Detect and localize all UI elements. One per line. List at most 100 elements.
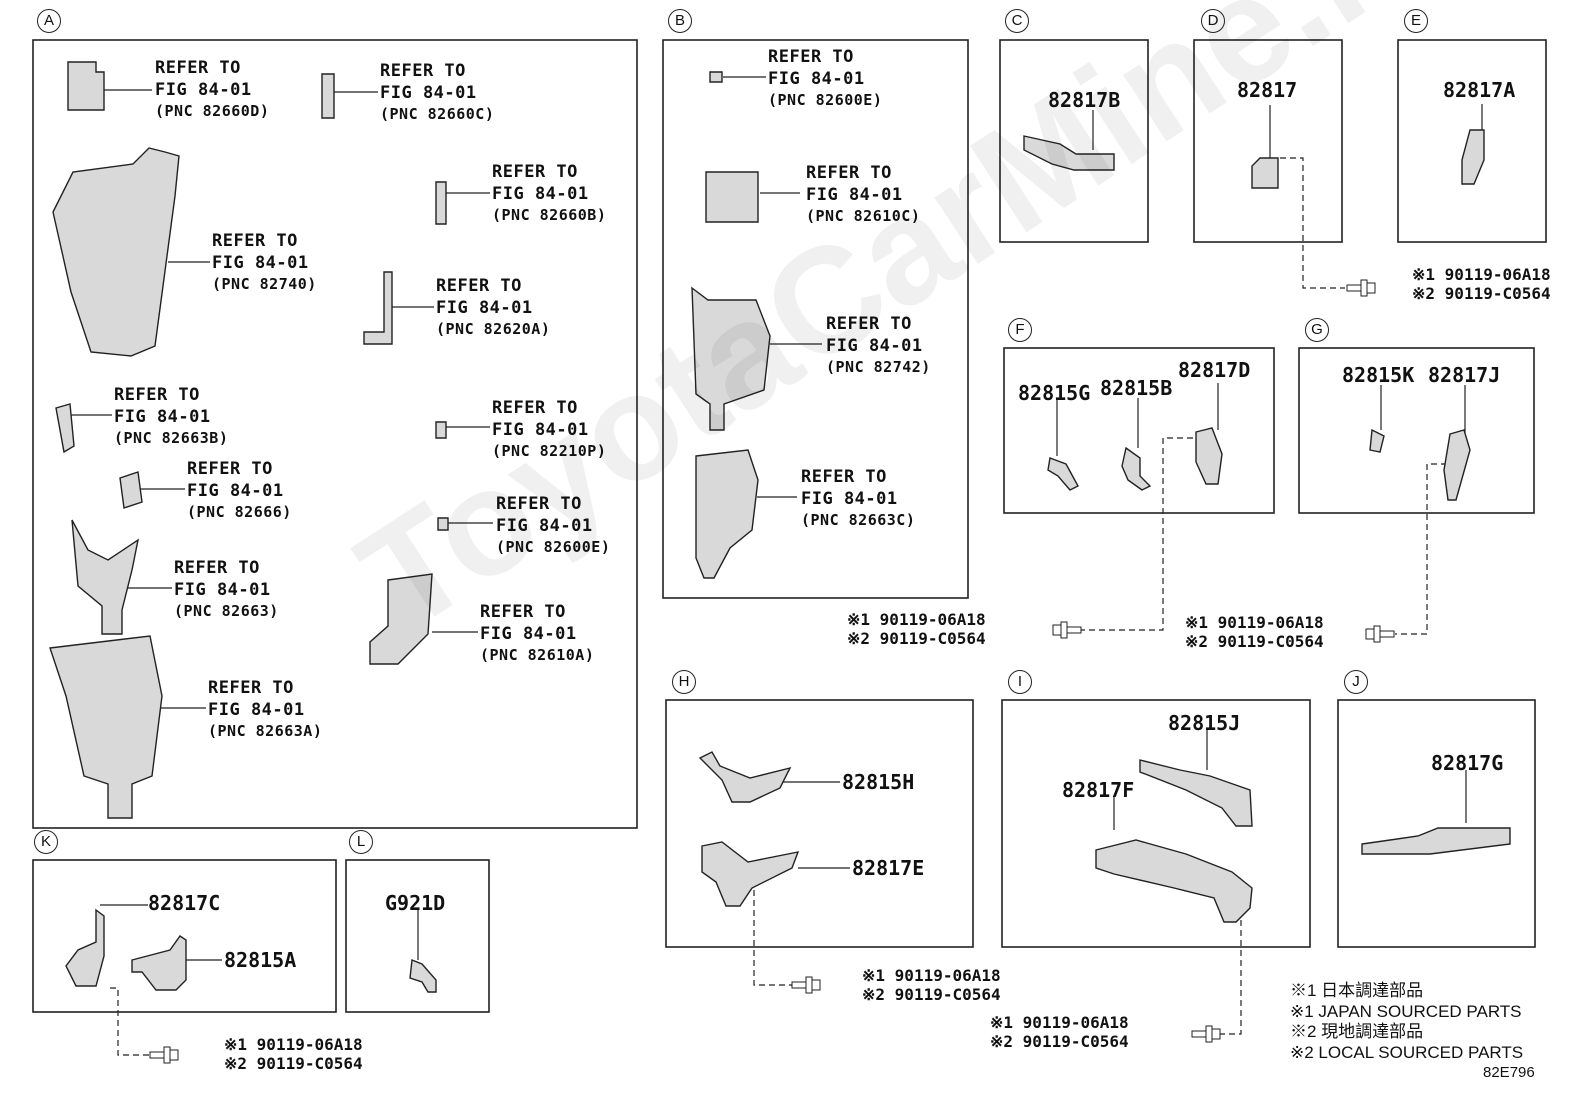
pnc-82660c[interactable]: (PNC 82660C) bbox=[380, 105, 495, 123]
cover-82666 bbox=[119, 471, 143, 509]
connector-82600e-a bbox=[437, 517, 449, 531]
fig-ref[interactable]: FIG 84-01 bbox=[436, 298, 533, 318]
bracket-82817f bbox=[1095, 839, 1253, 923]
bolt-callout-1[interactable]: ※1 90119-06A18 bbox=[847, 610, 986, 629]
refer-to: REFER TO bbox=[380, 61, 466, 81]
part-82815g[interactable]: 82815G bbox=[1018, 381, 1091, 405]
pnc-82610c[interactable]: (PNC 82610C) bbox=[806, 207, 921, 225]
fig-ref[interactable]: FIG 84-01 bbox=[826, 336, 923, 356]
cover-82663a bbox=[49, 635, 163, 819]
bracket-82815a bbox=[131, 935, 187, 991]
box-k bbox=[32, 859, 337, 1013]
box-f bbox=[1003, 347, 1275, 514]
relay-block-82742 bbox=[691, 286, 771, 431]
fig-ref[interactable]: FIG 84-01 bbox=[801, 489, 898, 509]
pnc-82660b[interactable]: (PNC 82660B) bbox=[492, 206, 607, 224]
bracket-82817c bbox=[65, 908, 105, 987]
fig-ref[interactable]: FIG 84-01 bbox=[496, 516, 593, 536]
bolt-callout-2[interactable]: ※2 90119-C0564 bbox=[990, 1032, 1129, 1051]
bolt-callout-1[interactable]: ※1 90119-06A18 bbox=[224, 1035, 363, 1054]
part-82817g[interactable]: 82817G bbox=[1431, 751, 1504, 775]
bolt-callout-1[interactable]: ※1 90119-06A18 bbox=[1412, 265, 1551, 284]
part-82815k[interactable]: 82815K bbox=[1342, 363, 1415, 387]
bolt-callout-1[interactable]: ※1 90119-06A18 bbox=[1185, 613, 1324, 632]
pnc-82660d[interactable]: (PNC 82660D) bbox=[155, 102, 270, 120]
fig-ref[interactable]: FIG 84-01 bbox=[806, 185, 903, 205]
section-label-g: G bbox=[1305, 318, 1329, 342]
bracket-82815h bbox=[698, 751, 792, 803]
refer-to: REFER TO bbox=[492, 398, 578, 418]
section-label-b: B bbox=[668, 9, 692, 33]
bolt-callout-2[interactable]: ※2 90119-C0564 bbox=[862, 985, 1001, 1004]
part-82815j[interactable]: 82815J bbox=[1168, 711, 1241, 735]
pnc-82620a[interactable]: (PNC 82620A) bbox=[436, 320, 551, 338]
pnc-82600e[interactable]: (PNC 82600E) bbox=[768, 91, 883, 109]
part-82817d[interactable]: 82817D bbox=[1178, 358, 1251, 382]
fig-ref[interactable]: FIG 84-01 bbox=[492, 184, 589, 204]
part-82815a[interactable]: 82815A bbox=[224, 948, 297, 972]
pnc-82663b[interactable]: (PNC 82663B) bbox=[114, 429, 229, 447]
legend-japan-jp: ※1 日本調達部品 bbox=[1290, 981, 1424, 1000]
bolt-icon-d bbox=[1346, 279, 1376, 297]
pnc-82663c[interactable]: (PNC 82663C) bbox=[801, 511, 916, 529]
refer-to: REFER TO bbox=[492, 162, 578, 182]
part-82817b[interactable]: 82817B bbox=[1048, 88, 1121, 112]
section-label-j: J bbox=[1344, 670, 1368, 694]
clip-82210p bbox=[435, 421, 447, 439]
refer-to: REFER TO bbox=[826, 314, 912, 334]
pnc-82666[interactable]: (PNC 82666) bbox=[187, 503, 292, 521]
fig-ref[interactable]: FIG 84-01 bbox=[480, 624, 577, 644]
pnc-82610a[interactable]: (PNC 82610A) bbox=[480, 646, 595, 664]
refer-to: REFER TO bbox=[212, 231, 298, 251]
part-82817c[interactable]: 82817C bbox=[148, 891, 221, 915]
pnc-82742[interactable]: (PNC 82742) bbox=[826, 358, 931, 376]
box-g bbox=[1298, 347, 1535, 514]
bracket-82817b bbox=[1023, 135, 1115, 171]
bolt-callout-2[interactable]: ※2 90119-C0564 bbox=[224, 1054, 363, 1073]
connector-82660c bbox=[321, 73, 335, 119]
refer-to: REFER TO bbox=[436, 276, 522, 296]
bracket-82817 bbox=[1251, 157, 1279, 189]
refer-to: REFER TO bbox=[806, 163, 892, 183]
legend-local-jp: ※2 現地調達部品 bbox=[1290, 1022, 1424, 1041]
part-82817e[interactable]: 82817E bbox=[852, 856, 925, 880]
pnc-82210p[interactable]: (PNC 82210P) bbox=[492, 442, 607, 460]
bolt-callout-1[interactable]: ※1 90119-06A18 bbox=[862, 966, 1001, 985]
section-label-e: E bbox=[1404, 9, 1428, 33]
bolt-callout-1[interactable]: ※1 90119-06A18 bbox=[990, 1013, 1129, 1032]
box-d bbox=[1193, 39, 1343, 243]
bolt-callout-2[interactable]: ※2 90119-C0564 bbox=[847, 629, 986, 648]
pnc-82663[interactable]: (PNC 82663) bbox=[174, 602, 279, 620]
fig-ref[interactable]: FIG 84-01 bbox=[208, 700, 305, 720]
fig-ref[interactable]: FIG 84-01 bbox=[187, 481, 284, 501]
fig-ref[interactable]: FIG 84-01 bbox=[212, 253, 309, 273]
part-82817j[interactable]: 82817J bbox=[1428, 363, 1501, 387]
refer-to: REFER TO bbox=[174, 558, 260, 578]
part-82815b[interactable]: 82815B bbox=[1100, 376, 1173, 400]
fig-ref[interactable]: FIG 84-01 bbox=[768, 69, 865, 89]
part-82817[interactable]: 82817 bbox=[1237, 78, 1298, 102]
bracket-82815j bbox=[1139, 759, 1253, 827]
refer-to: REFER TO bbox=[114, 385, 200, 405]
bolt-callout-2[interactable]: ※2 90119-C0564 bbox=[1185, 632, 1324, 651]
pnc-82600e[interactable]: (PNC 82600E) bbox=[496, 538, 611, 556]
part-82817a[interactable]: 82817A bbox=[1443, 78, 1516, 102]
pnc-82663a[interactable]: (PNC 82663A) bbox=[208, 722, 323, 740]
bracket-82815b bbox=[1121, 446, 1152, 491]
fig-ref[interactable]: FIG 84-01 bbox=[174, 580, 271, 600]
pnc-82740[interactable]: (PNC 82740) bbox=[212, 275, 317, 293]
bracket-82817d bbox=[1195, 427, 1223, 485]
bracket-82815g bbox=[1047, 457, 1079, 491]
legend-local-en: ※2 LOCAL SOURCED PARTS bbox=[1290, 1043, 1524, 1062]
fig-ref[interactable]: FIG 84-01 bbox=[155, 80, 252, 100]
junction-block-82610a bbox=[369, 573, 433, 665]
part-82817f[interactable]: 82817F bbox=[1062, 778, 1135, 802]
fig-ref[interactable]: FIG 84-01 bbox=[380, 83, 477, 103]
part-82815h[interactable]: 82815H bbox=[842, 770, 915, 794]
refer-to: REFER TO bbox=[768, 47, 854, 67]
cover-82663c bbox=[695, 449, 759, 579]
bolt-callout-2[interactable]: ※2 90119-C0564 bbox=[1412, 284, 1551, 303]
fig-ref[interactable]: FIG 84-01 bbox=[492, 420, 589, 440]
part-g921d[interactable]: G921D bbox=[385, 891, 446, 915]
fig-ref[interactable]: FIG 84-01 bbox=[114, 407, 211, 427]
